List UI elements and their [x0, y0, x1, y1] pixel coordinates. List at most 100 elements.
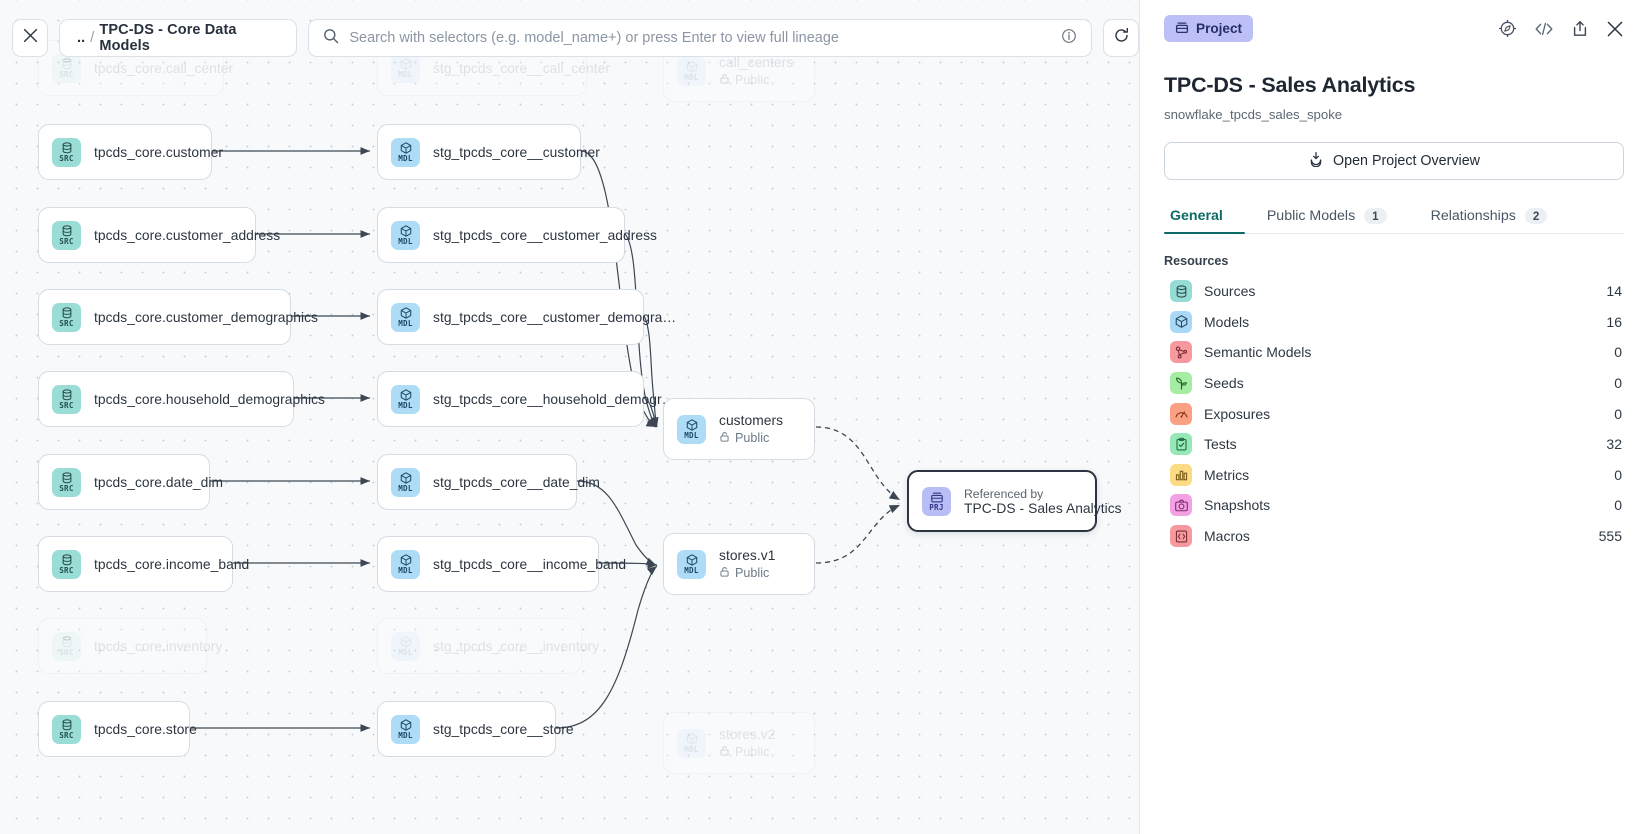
lineage-canvas[interactable]: .. / TPC-DS - Core Data Models SRCtpcds_… [0, 0, 1139, 834]
src-badge-icon: SRC [52, 714, 81, 744]
lineage-node-mdl_cust_demo[interactable]: MDL stg_tpcds_core__customer_demogra… [377, 289, 676, 345]
mdl-badge-icon: MDL [391, 302, 420, 332]
node-label: stg_tpcds_core__store [433, 721, 574, 737]
overview-icon [1308, 151, 1324, 171]
close-lineage-button[interactable] [12, 19, 48, 57]
resource-count: 14 [1606, 283, 1622, 300]
mdl-badge-icon: MDL [391, 714, 420, 744]
resource-type-pill[interactable]: Project [1164, 15, 1254, 42]
resource-row-tests[interactable]: Tests 32 [1164, 429, 1624, 460]
refresh-lineage-button[interactable] [1103, 19, 1139, 57]
search-input[interactable] [349, 30, 1051, 46]
node-label: stg_tpcds_core__income_band [433, 556, 627, 572]
resource-count: 32 [1606, 436, 1622, 453]
node-text: tpcds_core.income_band [94, 557, 249, 572]
node-text: tpcds_core.call_center [94, 61, 233, 76]
mdl-badge-icon: MDL [391, 137, 420, 167]
lineage-node-mdl_date_dim[interactable]: MDL stg_tpcds_core__date_dim [377, 454, 600, 510]
node-label: tpcds_core.call_center [94, 60, 234, 76]
src-badge-icon: SRC [52, 220, 81, 250]
share-icon[interactable] [1571, 20, 1589, 38]
tab-label: Public Models [1266, 208, 1356, 224]
breadcrumb[interactable]: .. / TPC-DS - Core Data Models [59, 19, 298, 57]
tab-public-models[interactable]: Public Models 1 [1245, 208, 1409, 233]
resource-label: Semantic Models [1204, 344, 1312, 361]
mdl-badge-icon: MDL [391, 467, 420, 497]
lineage-node-mdl_hh_demo[interactable]: MDL stg_tpcds_core__household_demogr… [377, 371, 675, 427]
node-label: tpcds_core.household_demographics [94, 391, 325, 407]
close-icon[interactable] [1606, 20, 1624, 38]
semantic-node-icon [1170, 341, 1192, 364]
mdl-badge-icon: MDL [391, 53, 420, 83]
resource-row-sources[interactable]: Sources 14 [1164, 276, 1624, 307]
tab-general[interactable]: General [1164, 208, 1245, 234]
refresh-icon [1113, 27, 1130, 49]
node-label: stg_tpcds_core__date_dim [433, 474, 600, 490]
lineage-node-src_store[interactable]: SRC tpcds_core.store [38, 701, 197, 757]
lineage-node-mdl_income_band[interactable]: MDL stg_tpcds_core__income_band [377, 536, 626, 592]
database-icon [1170, 280, 1192, 303]
open-project-overview-button[interactable]: Open Project Overview [1164, 142, 1624, 180]
node-label: stg_tpcds_core__household_demogr… [433, 391, 676, 407]
node-text: stg_tpcds_core__household_demogr… [433, 392, 676, 407]
src-badge-icon: SRC [52, 467, 81, 497]
node-text: stg_tpcds_core__customer_demogra… [433, 310, 676, 325]
node-label: TPC-DS - Sales Analytics [964, 500, 1122, 516]
exposure-icon [1170, 402, 1192, 425]
node-label: stg_tpcds_core__customer [433, 144, 600, 160]
info-circle-icon[interactable] [1061, 28, 1077, 49]
resource-count: 555 [1598, 528, 1622, 545]
node-label: tpcds_core.income_band [94, 556, 250, 572]
src-badge-icon: SRC [52, 384, 81, 414]
prj-badge-icon: PRJ [922, 486, 951, 516]
node-label: tpcds_core.customer_address [94, 227, 281, 243]
code-icon[interactable] [1534, 21, 1554, 37]
lineage-node-src_cust_addr[interactable]: SRC tpcds_core.customer_address [38, 207, 280, 263]
node-text: tpcds_core.store [94, 722, 197, 737]
lineage-node-mdl_customer[interactable]: MDL stg_tpcds_core__customer [377, 124, 600, 180]
lineage-search[interactable] [308, 19, 1092, 57]
resource-label: Tests [1204, 436, 1237, 453]
tab-count-badge: 1 [1364, 208, 1387, 224]
mdl-badge-icon: MDL [391, 549, 420, 579]
resource-label: Sources [1204, 283, 1256, 300]
details-panel: Project TPC-DS - Sales Analytics snowfla… [1139, 0, 1648, 834]
resource-count: 16 [1606, 313, 1622, 330]
breadcrumb-separator: / [90, 30, 95, 46]
compass-icon[interactable] [1498, 19, 1517, 38]
node-label: stores.v2 [719, 727, 776, 742]
panel-actions [1498, 19, 1624, 38]
seed-icon [1170, 372, 1192, 395]
node-text: stg_tpcds_core__customer [433, 145, 600, 160]
node-visibility-label: Public [735, 566, 770, 580]
node-text: tpcds_core.customer [94, 145, 223, 160]
lineage-node-src_hh_demo[interactable]: SRC tpcds_core.household_demographics [38, 371, 325, 427]
node-label: stg_tpcds_core__inventory [433, 638, 600, 654]
node-visibility-label: Public [735, 431, 770, 445]
lineage-node-mdl_store[interactable]: MDL stg_tpcds_core__store [377, 701, 574, 757]
mdl-badge-icon: MDL [391, 384, 420, 414]
